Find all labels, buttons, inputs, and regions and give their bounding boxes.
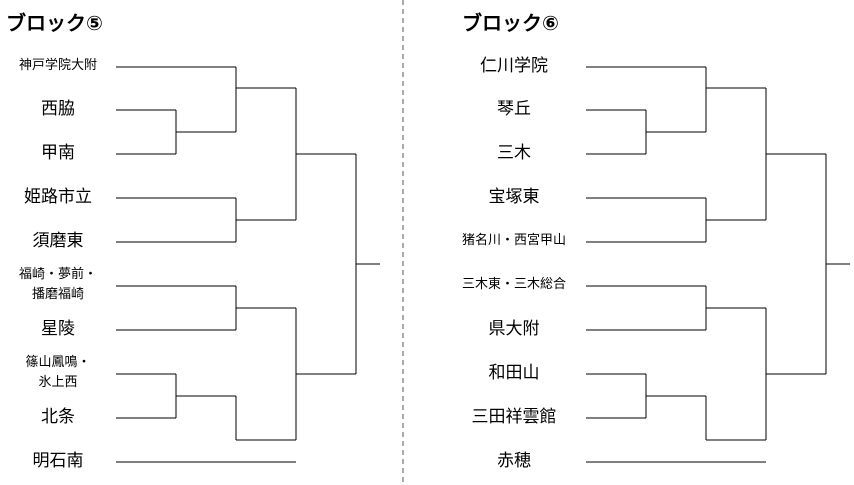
team-name: 福崎・夢前・播磨福崎 xyxy=(2,265,114,305)
team-name: 宝塚東 xyxy=(458,187,570,207)
bracket-block-6 xyxy=(586,66,850,463)
team-name-line: 西脇 xyxy=(41,99,75,119)
team-name-line: 三木 xyxy=(497,143,531,163)
team-name-line: 和田山 xyxy=(488,363,540,383)
team-name-line: 宝塚東 xyxy=(488,187,540,207)
team-name-line: 仁川学院 xyxy=(480,56,548,76)
team-name-line: 星陵 xyxy=(41,319,75,339)
team-name: 姫路市立 xyxy=(2,187,114,207)
team-name-line: 明石南 xyxy=(32,451,84,471)
team-name-line: 甲南 xyxy=(41,143,75,163)
team-name: 北条 xyxy=(2,407,114,427)
team-name: 篠山鳳鳴・氷上西 xyxy=(2,353,114,393)
team-name: 琴丘 xyxy=(458,99,570,119)
team-name: 三木 xyxy=(458,143,570,163)
team-name-line: 氷上西 xyxy=(38,375,78,390)
team-name: 三木東・三木総合 xyxy=(458,275,570,295)
team-name-line: 琴丘 xyxy=(497,99,531,119)
team-name-line: 北条 xyxy=(41,407,75,427)
team-name-line: 福崎・夢前・ xyxy=(18,267,97,282)
team-name: 猪名川・西宮甲山 xyxy=(458,231,570,251)
team-name: 三田祥雲館 xyxy=(458,407,570,427)
team-name-line: 猪名川・西宮甲山 xyxy=(461,233,566,248)
team-name: 明石南 xyxy=(2,451,114,471)
team-name: 星陵 xyxy=(2,319,114,339)
team-name-line: 須磨東 xyxy=(32,231,84,251)
team-name-line: 篠山鳳鳴・ xyxy=(25,355,91,370)
team-name: 仁川学院 xyxy=(458,56,570,76)
block-title: ブロック⑥ xyxy=(462,11,559,35)
team-name: 赤穂 xyxy=(458,451,570,471)
team-name: 県大附 xyxy=(458,319,570,339)
team-name: 和田山 xyxy=(458,363,570,383)
team-name-line: 赤穂 xyxy=(497,451,531,471)
team-name-line: 県大附 xyxy=(488,319,540,339)
team-name: 西脇 xyxy=(2,99,114,119)
team-name: 神戸学院大附 xyxy=(2,56,114,76)
team-name: 甲南 xyxy=(2,143,114,163)
team-name-line: 姫路市立 xyxy=(24,187,92,207)
block-title: ブロック⑤ xyxy=(6,11,103,35)
team-name-line: 神戸学院大附 xyxy=(18,58,97,73)
team-name: 須磨東 xyxy=(2,231,114,251)
team-name-line: 播磨福崎 xyxy=(31,287,84,302)
team-name-line: 三木東・三木総合 xyxy=(461,277,566,292)
team-name-line: 三田祥雲館 xyxy=(471,407,557,427)
bracket-block-5 xyxy=(116,66,380,463)
